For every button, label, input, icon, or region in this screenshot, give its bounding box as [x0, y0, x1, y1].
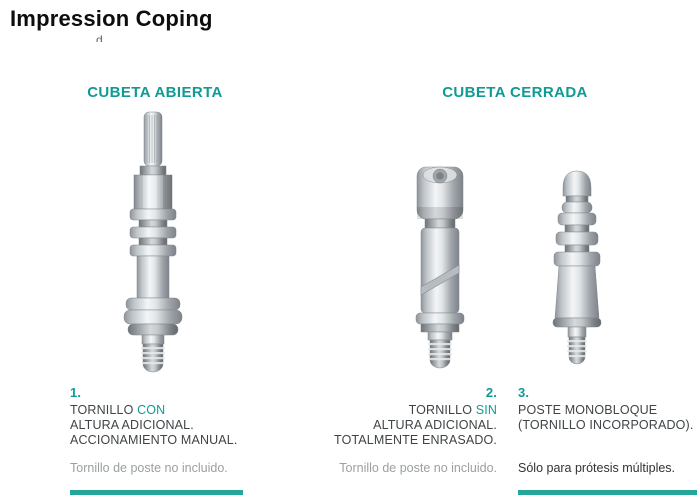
callout-item-1: 1. TORNILLO CON ALTURA ADICIONAL. ACCION…: [70, 385, 265, 448]
implant-illustration-2-icon: [415, 166, 465, 369]
item-number: 2.: [485, 385, 497, 400]
item-line: (TORNILLO INCORPORADO).: [518, 418, 694, 432]
item-number: 1.: [70, 385, 82, 400]
callout-item-2: 2. TORNILLO SIN ALTURA ADICIONAL. TOTALM…: [297, 385, 497, 448]
closed-tray-coping-illustration: [400, 163, 480, 378]
section-header-open-tray: CUBETA ABIERTA: [87, 84, 223, 101]
item-number: 3.: [518, 385, 530, 400]
item-note: Tornillo de poste no incluido.: [70, 461, 228, 475]
item-line: ALTURA ADICIONAL.: [70, 418, 194, 432]
page-title: Impression Coping: [10, 6, 213, 31]
item-line: POSTE MONOBLOQUE: [518, 403, 658, 417]
item-line: TORNILLO CON: [70, 403, 166, 417]
item-line: ACCIONAMIENTO MANUAL.: [70, 433, 238, 447]
open-tray-coping-illustration: [113, 110, 193, 376]
implant-illustration-3-icon: [552, 170, 602, 365]
implant-illustration-1-icon: [123, 111, 183, 373]
clipped-subtitle-fragment: d: [96, 33, 103, 42]
monoblock-post-illustration: [539, 168, 615, 378]
section-header-closed-tray: CUBETA CERRADA: [442, 84, 588, 101]
item-note: Sólo para prótesis múltiples.: [518, 461, 676, 475]
item-note: Tornillo de poste no incluido.: [339, 461, 497, 475]
accent-bar-right: [518, 490, 697, 495]
item-line-accent: CON: [137, 403, 166, 417]
callout-item-3: 3. POSTE MONOBLOQUE (TORNILLO INCORPORAD…: [518, 385, 700, 433]
item-line: TORNILLO SIN: [408, 403, 497, 417]
item-line-accent: SIN: [475, 403, 497, 417]
item-line: ALTURA ADICIONAL.: [373, 418, 497, 432]
accent-bar-left: [70, 490, 243, 495]
item-line: TOTALMENTE ENRASADO.: [334, 433, 497, 447]
